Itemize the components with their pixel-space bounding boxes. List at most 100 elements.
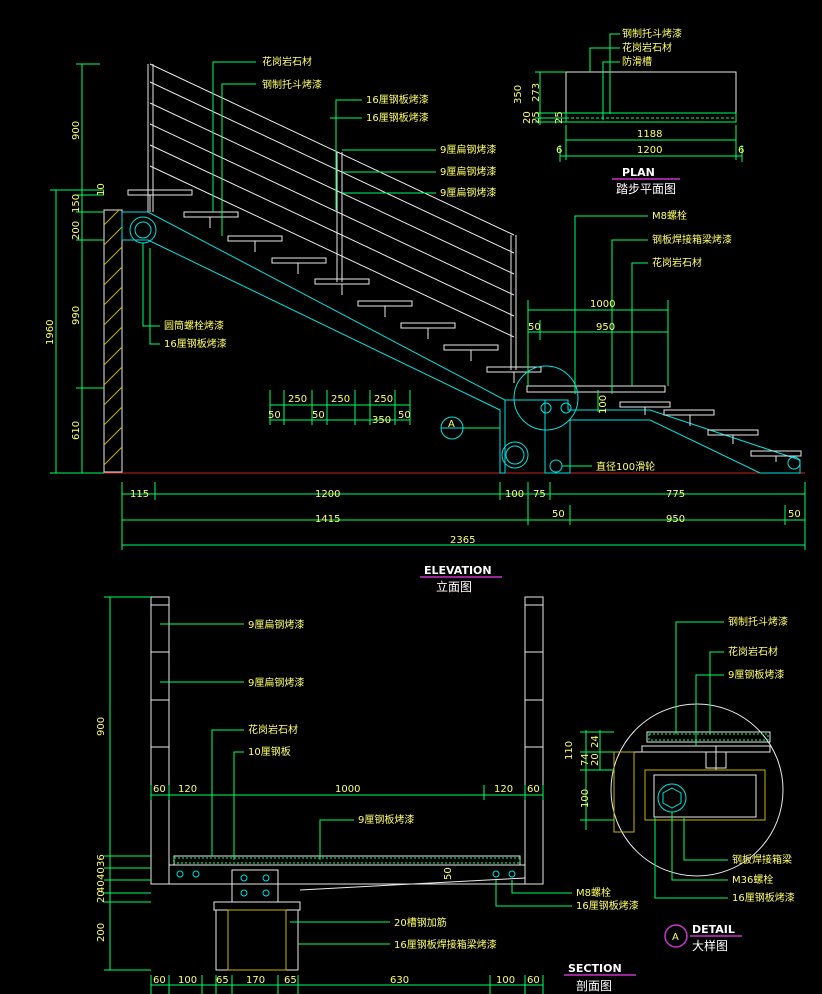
sec-bot-100a: 100 xyxy=(178,975,197,986)
det-label-bracket: 钢制托斗烤漆 xyxy=(728,615,788,628)
landing-dim-950: 950 xyxy=(596,322,615,333)
elev-dim-900: 900 xyxy=(71,121,82,140)
detail-view: 钢制托斗烤漆 花岗岩石材 9厘钢板烤漆 钢板焊接箱梁 M36螺栓 16厘钢板烤漆… xyxy=(564,615,795,953)
step-dim-250-b: 250 xyxy=(331,394,350,405)
wheel-icon-2 xyxy=(549,459,563,473)
landing-tread xyxy=(526,385,666,393)
elev-label-granite-2: 花岗岩石材 xyxy=(652,256,702,269)
elev-label-9mm-b: 9厘扁钢烤漆 xyxy=(440,165,496,178)
det-label-granite: 花岗岩石材 xyxy=(728,645,778,658)
sec-dim-40a: 40 xyxy=(96,867,107,880)
sec-bot-65b: 65 xyxy=(284,975,297,986)
sec-bot-630: 630 xyxy=(390,975,409,986)
plan-dim-1188: 1188 xyxy=(637,129,662,140)
sec-bot-170: 170 xyxy=(246,975,265,986)
det-dim-20: 20 xyxy=(590,753,601,766)
elevation-title-en: ELEVATION xyxy=(424,564,492,577)
detail-marker-label: A xyxy=(672,932,679,943)
sec-dim-40b: 40 xyxy=(96,880,107,893)
plan-dim-273: 273 xyxy=(531,83,542,102)
elev-label-granite: 花岗岩石材 xyxy=(262,55,312,68)
row1-75: 75 xyxy=(533,489,546,500)
wall-hatch xyxy=(103,209,123,473)
elev-dim-10: 10 xyxy=(96,183,107,196)
plan-dim-25b: 25 xyxy=(554,111,565,124)
sec-mid-120a: 120 xyxy=(178,784,197,795)
elev-label-m8: M8螺栓 xyxy=(652,209,687,222)
sec-mid-60a: 60 xyxy=(153,784,166,795)
sec-bot-100b: 100 xyxy=(496,975,515,986)
row2-1415: 1415 xyxy=(315,514,340,525)
main-stringer xyxy=(121,211,506,474)
det-label-9mm: 9厘钢板烤漆 xyxy=(728,668,784,681)
elev-label-box-beam: 钢板焊接箱梁烤漆 xyxy=(652,233,732,246)
wall-hatch-lines xyxy=(103,209,123,466)
det-label-m36: M36螺栓 xyxy=(732,873,773,886)
plan-label-3: 防滑槽 xyxy=(622,55,652,68)
row2-950: 950 xyxy=(666,514,685,525)
det-dim-24: 24 xyxy=(590,735,601,748)
step-dim-350: 350 xyxy=(372,415,391,426)
plan-dim-20: 20 xyxy=(522,111,533,124)
sec-mid-1000: 1000 xyxy=(335,784,360,795)
detail-title-en: DETAIL xyxy=(692,923,735,936)
sec-dim-36: 36 xyxy=(96,854,107,867)
sec-label-9mm-b: 9厘扁钢烤漆 xyxy=(248,676,304,689)
step-dim-50-b: 50 xyxy=(312,410,325,421)
detail-circle xyxy=(610,703,784,877)
plan-dim-350: 350 xyxy=(513,85,524,104)
row1-115: 115 xyxy=(130,489,149,500)
sec-mid-120b: 120 xyxy=(494,784,513,795)
row2-50a: 50 xyxy=(552,509,565,520)
sec-label-granite: 花岗岩石材 xyxy=(248,723,298,736)
wheel-icon-3 xyxy=(787,456,801,470)
plan-label-2: 花岗岩石材 xyxy=(622,41,672,54)
sec-label-9mm-a: 9厘扁钢烤漆 xyxy=(248,618,304,631)
det-dim-74: 74 xyxy=(580,753,591,766)
sec-dim-20: 20 xyxy=(96,890,107,903)
elev-label-9mm-c: 9厘扁钢烤漆 xyxy=(440,186,496,199)
section-marker-label: A xyxy=(448,419,455,430)
elevation-title-cn: 立面图 xyxy=(436,579,472,594)
sec-right-50: 50 xyxy=(443,867,454,880)
landing-dim-1000: 1000 xyxy=(590,299,615,310)
tube-bolt-icon xyxy=(129,216,157,244)
elev-dim-610: 610 xyxy=(71,421,82,440)
step-dim-50-c: 50 xyxy=(398,410,411,421)
plan-title-cn: 踏步平面图 xyxy=(616,182,676,196)
elev-dim-200: 200 xyxy=(71,221,82,240)
elev-label-16mm-a: 16厘钢板烤漆 xyxy=(366,93,429,106)
row1-1200: 1200 xyxy=(315,489,340,500)
det-label-box-beam: 钢板焊接箱梁 xyxy=(732,853,792,866)
right-side-plate xyxy=(524,596,544,885)
sec-bot-65a: 65 xyxy=(216,975,229,986)
elev-label-tube-bolt: 圆筒螺栓烤漆 xyxy=(164,319,224,332)
detail-a-circle xyxy=(513,365,579,431)
step-dim-50-a: 50 xyxy=(268,410,281,421)
sec-bot-60a: 60 xyxy=(153,975,166,986)
elev-label-wheel: 直径100滑轮 xyxy=(596,460,655,473)
section-tread xyxy=(173,855,521,866)
elev-dim-150: 150 xyxy=(71,194,82,213)
row1-100: 100 xyxy=(505,489,524,500)
sec-label-9mm-plate: 9厘钢板烤漆 xyxy=(358,813,414,826)
plan-title-en: PLAN xyxy=(622,166,655,179)
row2-50b: 50 xyxy=(788,509,801,520)
sec-label-16mm: 16厘钢板烤漆 xyxy=(576,899,639,912)
plan-view: 钢制托斗烤漆 花岗岩石材 防滑槽 350 273 25 20 25 1188 1… xyxy=(513,27,744,196)
plan-tread-outline xyxy=(565,71,737,123)
elev-label-steel-bracket: 钢制托斗烤漆 xyxy=(262,78,322,91)
bolt-plate xyxy=(231,869,279,903)
plan-dim-1200: 1200 xyxy=(637,145,662,156)
sec-dim-200: 200 xyxy=(96,923,107,942)
handrail xyxy=(147,63,517,370)
section-title-en: SECTION xyxy=(568,962,622,975)
plan-dim-end-left: 6 xyxy=(556,145,562,156)
sec-label-10mm: 10厘钢板 xyxy=(248,745,291,758)
plan-label-1: 钢制托斗烤漆 xyxy=(622,27,682,40)
step-dim-250-a: 250 xyxy=(288,394,307,405)
plan-dim-end-right: 6 xyxy=(738,145,744,156)
elev-dim-990: 990 xyxy=(71,306,82,325)
sec-label-channel: 20槽钢加筋 xyxy=(394,916,447,929)
